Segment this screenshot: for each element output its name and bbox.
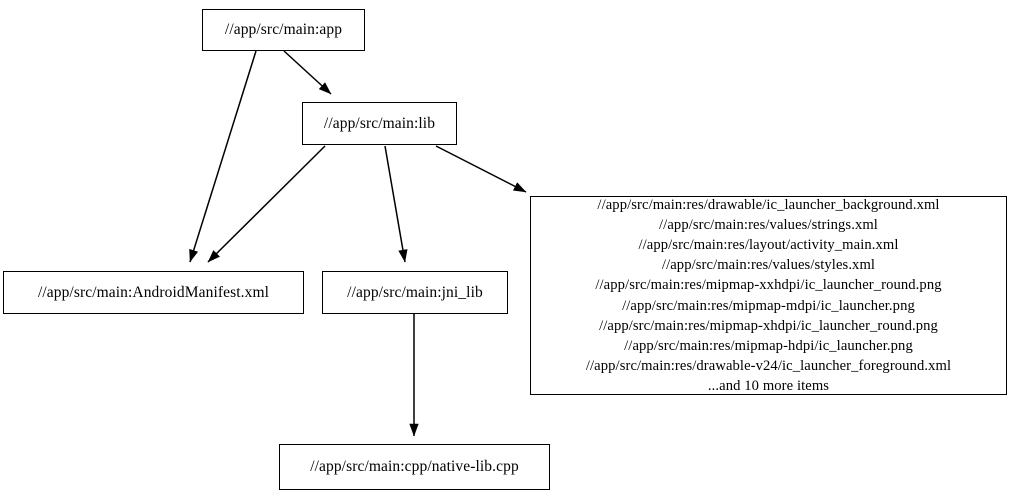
edge-lib-to-jni: [384, 145, 408, 263]
edge-lib-to-manifest: [207, 145, 326, 263]
node-jni-lib-label: //app/src/main:jni_lib: [347, 283, 483, 301]
node-res-group-label: //app/src/main:res/drawable/ic_launcher_…: [585, 196, 952, 394]
node-android-manifest[interactable]: //app/src/main:AndroidManifest.xml: [3, 271, 304, 314]
edge-lib-to-res: [435, 145, 527, 193]
edge-app-to-manifest: [189, 50, 257, 263]
node-native-lib-cpp-label: //app/src/main:cpp/native-lib.cpp: [310, 458, 519, 476]
node-res-group[interactable]: //app/src/main:res/drawable/ic_launcher_…: [530, 196, 1007, 395]
node-lib-label: //app/src/main:lib: [323, 114, 436, 132]
node-app-label: //app/src/main:app: [224, 21, 343, 39]
node-jni-lib[interactable]: //app/src/main:jni_lib: [322, 271, 508, 314]
node-app[interactable]: //app/src/main:app: [202, 9, 365, 51]
node-native-lib-cpp[interactable]: //app/src/main:cpp/native-lib.cpp: [279, 444, 550, 490]
node-android-manifest-label: //app/src/main:AndroidManifest.xml: [37, 283, 270, 301]
node-lib[interactable]: //app/src/main:lib: [302, 102, 457, 145]
edge-app-to-lib: [283, 50, 332, 95]
